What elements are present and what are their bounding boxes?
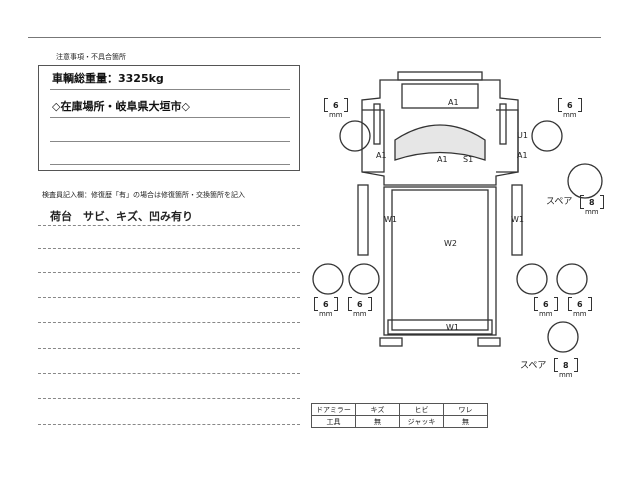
inspector-remark: 荷台 サビ、キズ、凹み有り [50,210,193,223]
right-mirror [499,103,507,145]
remark-rule [38,322,300,323]
tire-size-spare-2: 8 mm [554,358,578,379]
mark-tailgate: W1 [446,323,459,332]
wheel-front-left [339,120,371,152]
note-rule [50,117,290,118]
mark-right-door-u: U1 [517,131,528,140]
notes-box [38,65,300,171]
top-divider [28,37,601,38]
rear-light-right [477,337,501,347]
front-bumper [397,71,483,81]
spare-wheel-1 [567,163,603,199]
mark-left-door: A1 [376,151,387,160]
left-mirror [373,103,381,145]
tire-size-rear-right-inner: 6 mm [534,297,558,318]
table-cell: キズ [355,403,400,416]
windshield [394,124,486,161]
spare-label-2: スペア [520,361,547,371]
notes-title: 注意事項・不具合箇所 [54,52,128,62]
table-cell: ヒビ [399,403,444,416]
mark-bed-floor: W2 [444,239,457,248]
table-row: 工具 無 ジャッキ 無 [311,415,488,428]
left-rail [357,184,369,256]
spare-wheel-2 [547,321,579,353]
cab-outline [361,79,519,186]
remark-rule [38,398,300,399]
wheel-rear-right-inner [516,263,548,295]
remark-rule [38,248,300,249]
note-rule [50,141,290,142]
right-rail [511,184,523,256]
remark-rule [38,272,300,273]
hood-panel [401,83,479,109]
mark-bed-right: W1 [511,215,524,224]
remark-rule [38,373,300,374]
cargo-floor [391,189,489,331]
mark-front-s: S1 [463,155,473,164]
tailgate [387,319,493,335]
mark-front-a: A1 [437,155,448,164]
remark-rule [38,348,300,349]
right-door [496,109,519,173]
table-cell: ジャッキ [399,415,444,428]
note-line-2: ◇在庫場所・岐阜県大垣市◇ [52,100,190,113]
spare-label-1: スペア [546,197,573,207]
wheel-front-right [531,120,563,152]
table-cell: ドアミラー [311,403,356,416]
remark-rule [38,424,300,425]
mark-hood: A1 [448,98,459,107]
table-cell: 無 [443,415,488,428]
wheel-rear-left-outer [312,263,344,295]
table-cell: ワレ [443,403,488,416]
table-row: ドアミラー キズ ヒビ ワレ [311,403,488,416]
tools-table: ドアミラー キズ ヒビ ワレ 工具 無 ジャッキ 無 [311,403,488,428]
rear-light-left [379,337,403,347]
tire-size-front-right: 6 mm [558,98,582,119]
note-line-1: 車輌総重量：3325kg [52,72,164,85]
tire-size-rear-left-outer: 6 mm [314,297,338,318]
mark-right-door-a: A1 [517,151,528,160]
wheel-rear-left-inner [348,263,380,295]
table-cell: 無 [355,415,400,428]
left-door [362,109,385,173]
inspector-title: 検査員記入欄：修復歴「有」の場合は修復箇所・交換箇所を記入 [42,191,245,199]
tire-size-front-left: 6 mm [324,98,348,119]
tire-size-spare-1: 8 mm [580,195,604,216]
remark-rule [38,297,300,298]
wheel-rear-right-outer [556,263,588,295]
mark-bed-left: W1 [384,215,397,224]
note-rule [50,164,290,165]
cargo-bed [383,186,497,336]
tire-size-rear-left-inner: 6 mm [348,297,372,318]
note-rule [50,89,290,90]
remark-rule [38,225,300,226]
table-cell: 工具 [311,415,356,428]
tire-size-rear-right-outer: 6 mm [568,297,592,318]
